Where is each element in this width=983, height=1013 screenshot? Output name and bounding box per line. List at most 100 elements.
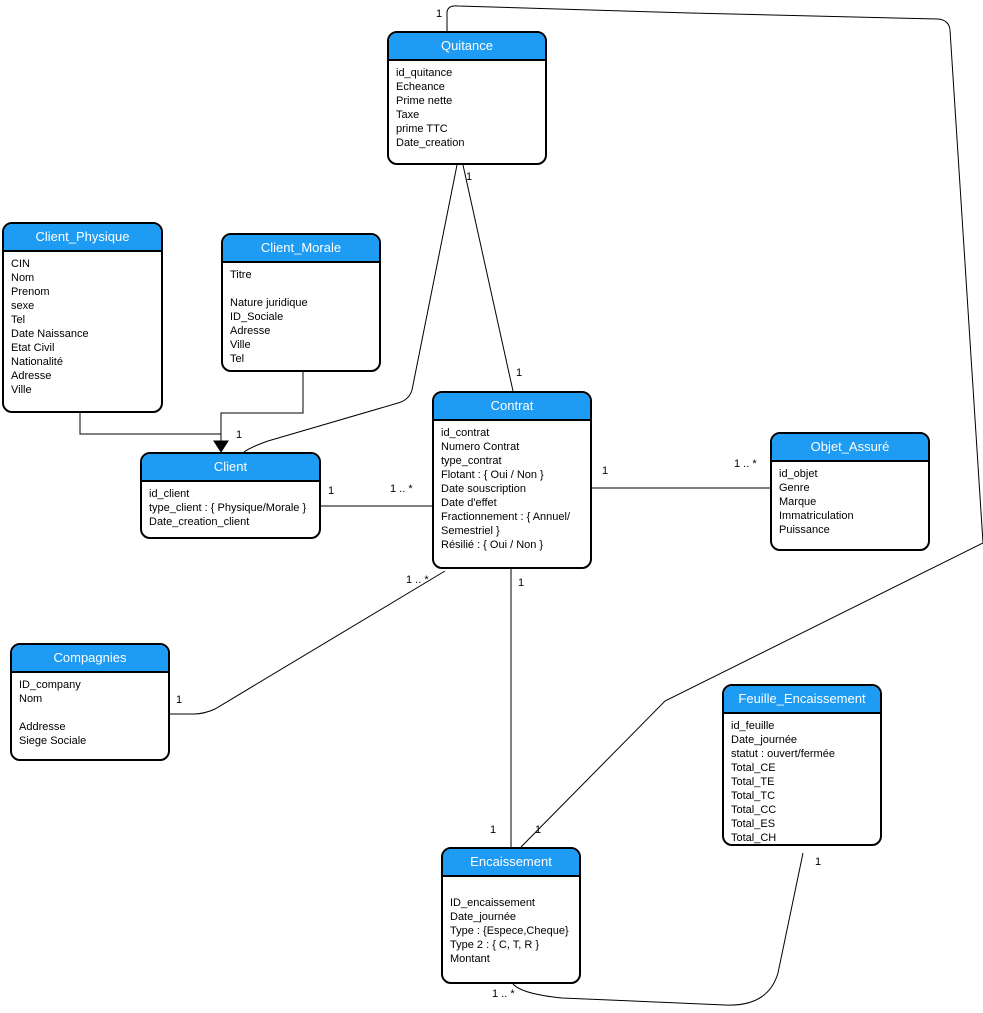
relation-encaissement-feuille-line <box>512 852 804 1006</box>
cardinality-label: 1 <box>518 577 525 589</box>
entity-quitance-title: Quitance <box>389 33 545 61</box>
cardinality-label: 1 <box>328 485 335 497</box>
attribute-row <box>230 282 372 296</box>
attribute-row: Nationalité <box>11 356 63 368</box>
attribute-row: Numero Contrat <box>441 441 520 453</box>
attribute-row <box>19 706 161 720</box>
attribute-row: Nature juridique <box>230 297 308 309</box>
entity-encaissement-title: Encaissement <box>443 849 579 877</box>
attribute-row: Prime nette <box>396 95 453 107</box>
attribute-row: prime TTC <box>396 123 448 135</box>
cardinality-label: 1 <box>436 8 443 20</box>
relation-quitance-encaissement-line <box>446 5 983 848</box>
cardinality-label: 1 <box>236 429 243 441</box>
attribute-row: Addresse <box>19 721 66 733</box>
entity-client: Client id_client type_client : { Physique… <box>140 452 321 539</box>
cardinality-label: 1 .. * <box>406 574 429 586</box>
generalization-clientphysique-client-line <box>79 412 222 441</box>
attribute-row: Type 2 : { C, T, R } <box>450 939 540 951</box>
cardinality-label: 1 <box>815 856 822 868</box>
entity-client-attributes: id_client type_client : { Physique/Morale… <box>142 482 319 533</box>
attribute-row: Genre <box>779 482 810 494</box>
attribute-row: statut : ouvert/fermée <box>731 748 835 760</box>
entity-client-title: Client <box>142 454 319 482</box>
cardinality-label: 1 <box>176 694 183 706</box>
attribute-row: Total_ES <box>731 818 776 830</box>
attribute-row: Nom <box>19 693 43 705</box>
attribute-row: sexe <box>11 300 35 312</box>
attribute-row: Ville <box>230 339 251 351</box>
entity-contrat-title: Contrat <box>434 393 590 421</box>
cardinality-label: 1 .. * <box>492 988 515 1000</box>
entity-client-morale-title: Client_Morale <box>223 235 379 263</box>
attribute-row: type_contrat <box>441 455 502 467</box>
attribute-row: Flotant : { Oui / Non } <box>441 469 544 481</box>
attribute-row: Date Naissance <box>11 328 89 340</box>
cardinality-label: 1 .. * <box>734 458 757 470</box>
attribute-row: Date_journée <box>731 734 798 746</box>
attribute-row: type_client : { Physique/Morale } <box>149 502 307 514</box>
attribute-row: Total_TE <box>731 776 775 788</box>
cardinality-label: 1 <box>466 171 473 183</box>
generalization-clientmorale-client-line <box>220 371 304 441</box>
attribute-row: Etat Civil <box>11 342 55 354</box>
cardinality-label: 1 .. * <box>390 483 413 495</box>
attribute-row: id_contrat <box>441 427 490 439</box>
attribute-row: Date souscription <box>441 483 526 495</box>
attribute-row: Total_CE <box>731 762 776 774</box>
attribute-row: Résilié : { Oui / Non } <box>441 539 544 551</box>
attribute-row: Total_TC <box>731 790 776 802</box>
generalization-arrowhead-icon <box>213 440 229 453</box>
attribute-row: ID_encaissement <box>450 897 535 909</box>
attribute-row: id_quitance <box>396 67 453 79</box>
entity-objet-assure-title: Objet_Assuré <box>772 434 928 462</box>
attribute-row: id_feuille <box>731 720 775 732</box>
attribute-row: Ville <box>11 384 32 396</box>
attribute-row: Immatriculation <box>779 510 854 522</box>
attribute-row <box>450 882 572 896</box>
attribute-row: Taxe <box>396 109 420 121</box>
relation-quitance-client-line <box>243 164 458 453</box>
attribute-row: Tel <box>11 314 26 326</box>
attribute-row: id_objet <box>779 468 818 480</box>
cardinality-label: 1 <box>602 465 609 477</box>
attribute-row: Puissance <box>779 524 830 536</box>
cardinality-label: 1 <box>516 367 523 379</box>
attribute-row: Titre <box>230 269 252 281</box>
attribute-row: Total_CC <box>731 804 777 816</box>
attribute-row: Type : {Espece,Cheque} <box>450 925 569 937</box>
attribute-row: Montant <box>450 953 490 965</box>
cardinality-label: 1 <box>535 824 542 836</box>
attribute-row: ID_company <box>19 679 81 691</box>
attribute-row: Siege Sociale <box>19 735 87 747</box>
attribute-row: Adresse <box>230 325 271 337</box>
entity-feuille-encaissement-title: Feuille_Encaissement <box>724 686 880 714</box>
relation-quitance-contrat-line <box>462 164 514 392</box>
attribute-row: Total_CH <box>731 832 777 844</box>
attribute-row: Marque <box>779 496 817 508</box>
attribute-row: Date_creation <box>396 137 465 149</box>
attribute-row: id_client <box>149 488 190 500</box>
attribute-row: Adresse <box>11 370 52 382</box>
attribute-row: Fractionnement : { Annuel/ Semestriel } <box>441 511 571 537</box>
attribute-row: ID_Sociale <box>230 311 284 323</box>
cardinality-label: 1 <box>490 824 497 836</box>
attribute-row: Prenom <box>11 286 50 298</box>
entity-client-physique-title: Client_Physique <box>4 224 161 252</box>
attribute-row: CIN <box>11 258 30 270</box>
